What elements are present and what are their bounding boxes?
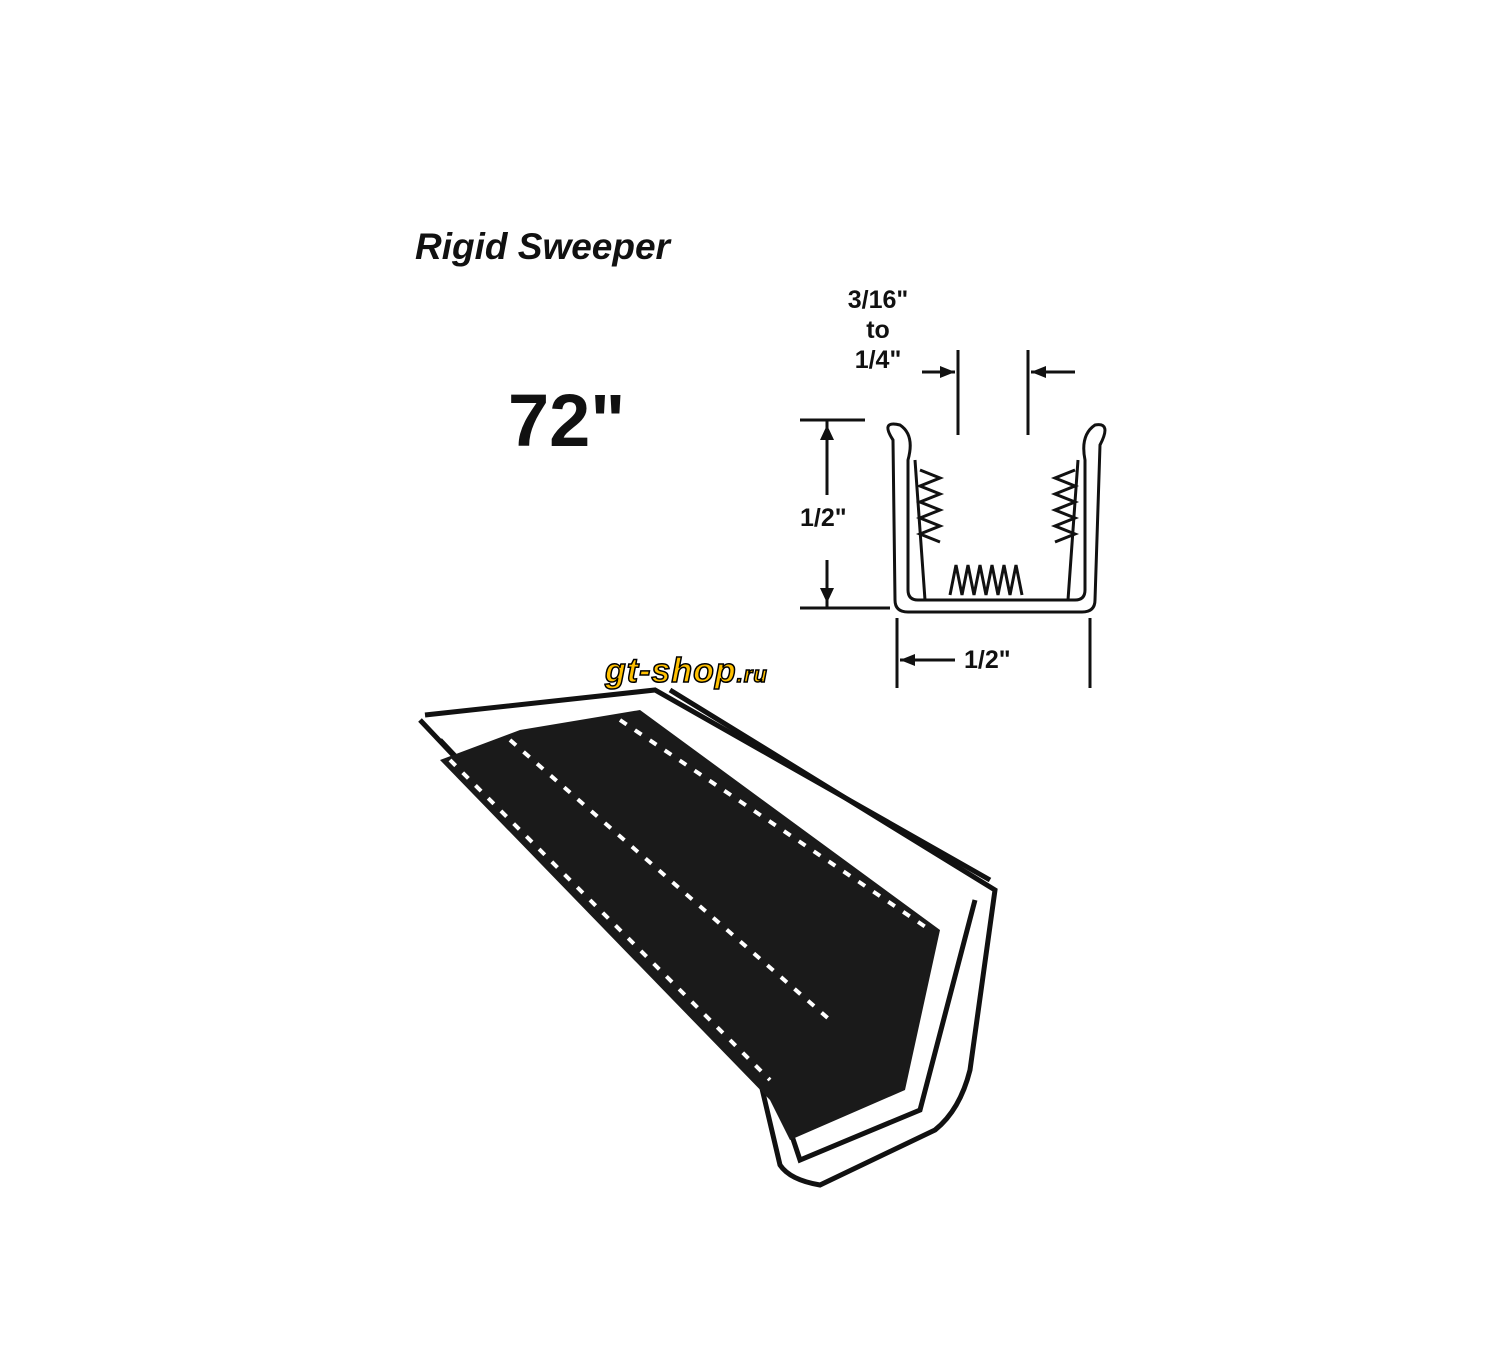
width-dimension-label: 1/2" [960,645,1015,675]
watermark-text: gt-shop [604,651,737,691]
product-title: Rigid Sweeper [415,226,670,267]
watermark-logo: gt-shop.ru [604,651,768,691]
gap-dimension-label: 3/16" to 1/4" [828,285,928,375]
product-length: 72" [508,379,626,462]
height-dimension-label: 1/2" [800,504,847,532]
gap-max: 1/4" [854,346,902,374]
watermark-suffix: .ru [736,661,768,688]
gap-min: 3/16" [847,286,909,314]
gap-to: to [866,316,890,344]
